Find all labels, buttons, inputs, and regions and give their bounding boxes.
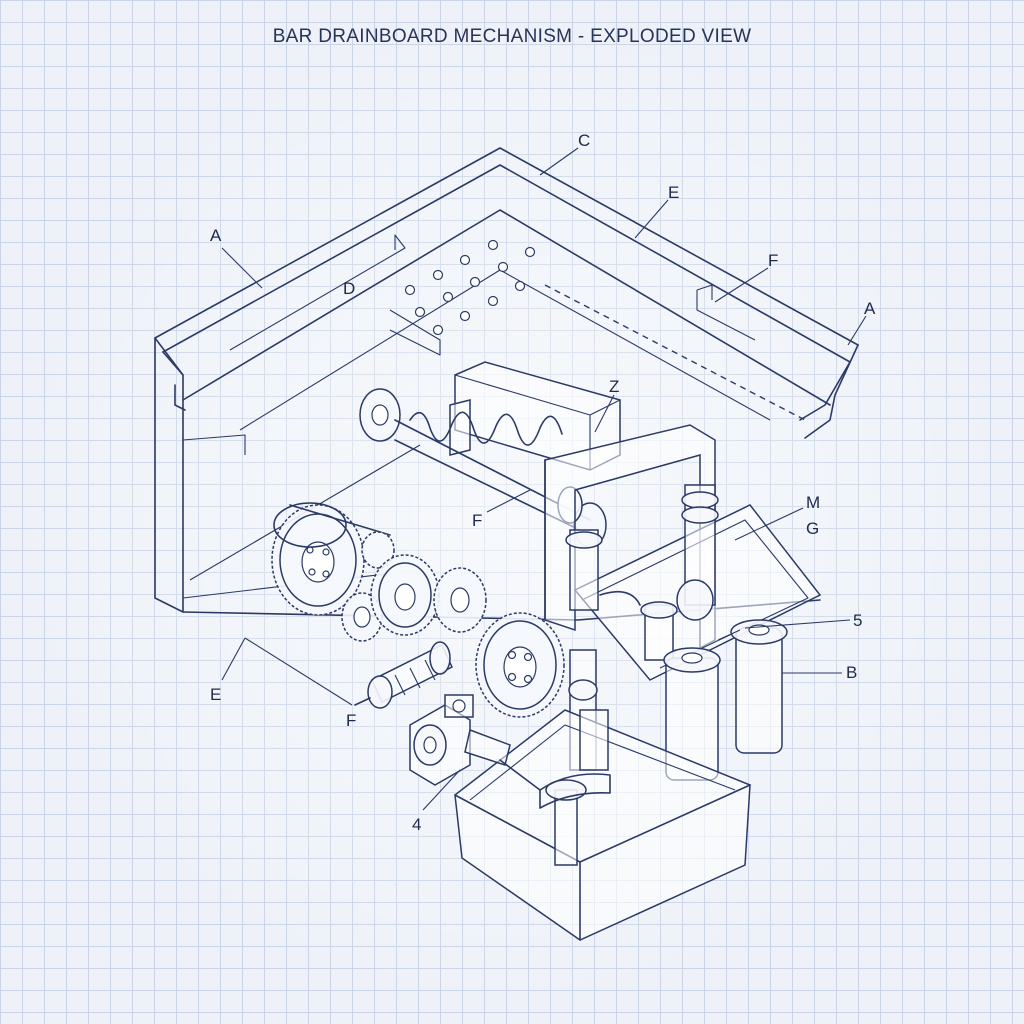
leader-lines [221,147,867,811]
label-4: 4 [412,815,421,834]
belt-loop [273,502,391,548]
label-f-bottom: F [346,711,356,730]
drain-holes [404,239,536,336]
collection-basin [454,709,751,941]
label-z: Z [609,377,619,396]
large-gear-front [475,612,565,718]
label-f-right: F [768,251,778,270]
label-d: D [343,279,355,298]
label-e-top: E [668,183,679,202]
label-5: 5 [853,611,862,630]
large-gear-left [271,504,365,616]
coupling-shaft [354,641,453,709]
part-labels: A C E F A D Z F M G 5 B E F 4 [210,131,876,834]
label-b: B [846,663,857,682]
filter-canisters [663,619,788,781]
label-a-left: A [210,226,222,245]
mid-gear [370,554,440,636]
label-g: G [806,519,819,538]
label-f-shaft: F [472,511,482,530]
label-e-bottom: E [210,685,221,704]
label-c: C [578,131,590,150]
motor-housing [449,361,621,471]
gear-train [271,502,565,718]
label-m: M [806,493,820,512]
pump-assembly [409,694,541,791]
idler-gear [361,531,395,569]
pipe-frame [544,424,822,771]
diagram-title: BAR DRAINBOARD MECHANISM - EXPLODED VIEW [272,26,752,47]
label-a-right: A [864,299,876,318]
right-gear [433,567,487,633]
drainboard-tray [154,147,859,621]
